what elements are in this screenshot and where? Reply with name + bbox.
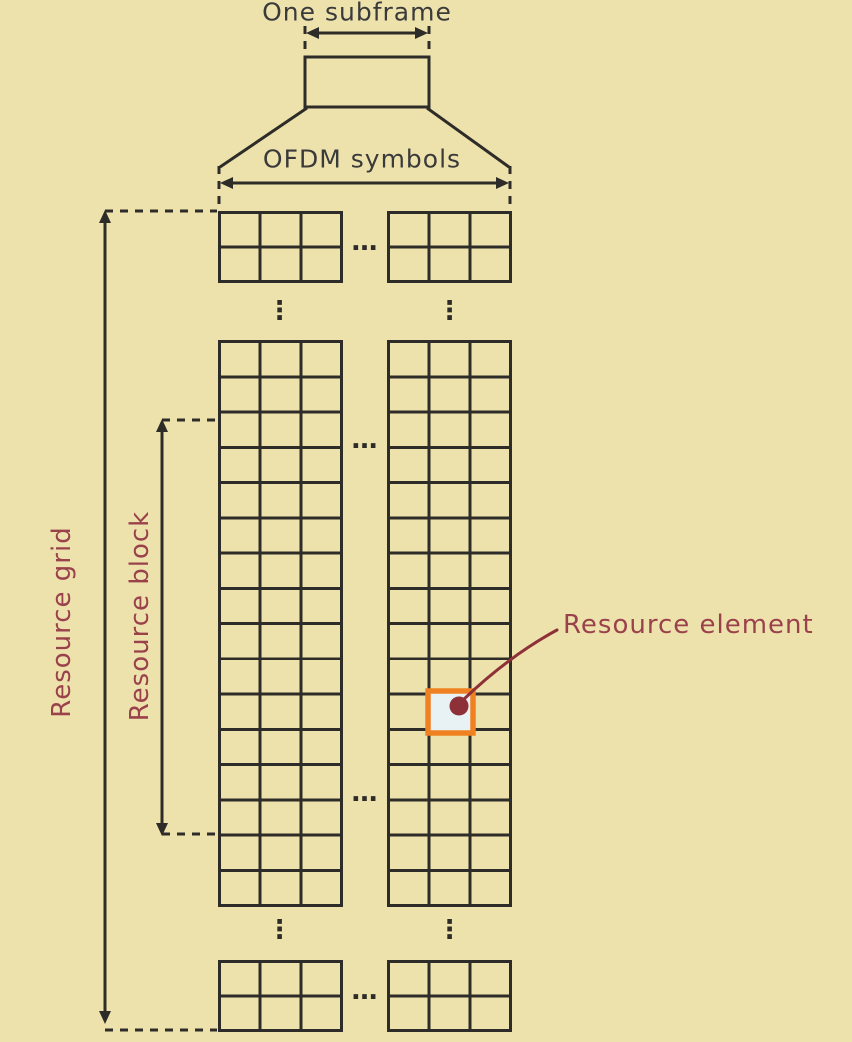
resource-element-pointer-line — [461, 628, 559, 702]
vdots-bottom-left: ⋮ — [267, 915, 294, 945]
grid-block-top-left — [218, 211, 343, 283]
vdots-bottom-right: ⋮ — [437, 915, 464, 945]
grid-block-middle-left — [218, 340, 343, 907]
vdots-top-left: ⋮ — [267, 296, 294, 326]
resource-block-measure-arrow — [156, 418, 217, 836]
arrow-up-icon — [156, 419, 168, 432]
resource-block-label: Resource block — [125, 511, 155, 722]
hdots-top: … — [352, 227, 379, 257]
resource-element-label: Resource element — [563, 610, 814, 640]
expand-line-right — [426, 106, 510, 169]
grid-block-top-right — [387, 211, 512, 283]
resource-grid-measure-arrow — [99, 209, 217, 1032]
hdots-mid-upper: … — [352, 425, 379, 455]
hdots-mid-lower: … — [352, 778, 379, 808]
subframe-box — [303, 55, 431, 109]
hdots-bottom: … — [352, 976, 379, 1006]
grid-block-middle-right — [387, 340, 512, 907]
grid-block-bottom-left — [218, 960, 343, 1032]
ofdm-symbols-label: OFDM symbols — [263, 145, 461, 174]
ofdm-measure-arrow — [217, 166, 512, 206]
resource-element-highlight — [425, 628, 559, 736]
resource-grid-label: Resource grid — [47, 526, 77, 717]
arrow-left-icon — [220, 177, 233, 189]
expand-line-left — [219, 106, 308, 169]
one-subframe-label: One subframe — [262, 0, 452, 27]
arrow-right-icon — [415, 27, 428, 39]
grid-block-bottom-right — [387, 960, 512, 1032]
arrow-down-icon — [156, 823, 168, 836]
vdots-top-right: ⋮ — [437, 296, 464, 326]
arrow-left-icon — [306, 27, 319, 39]
subframe-measure-arrow — [303, 26, 431, 58]
arrow-right-icon — [496, 177, 509, 189]
arrow-down-icon — [99, 1011, 111, 1024]
arrow-up-icon — [99, 210, 111, 223]
